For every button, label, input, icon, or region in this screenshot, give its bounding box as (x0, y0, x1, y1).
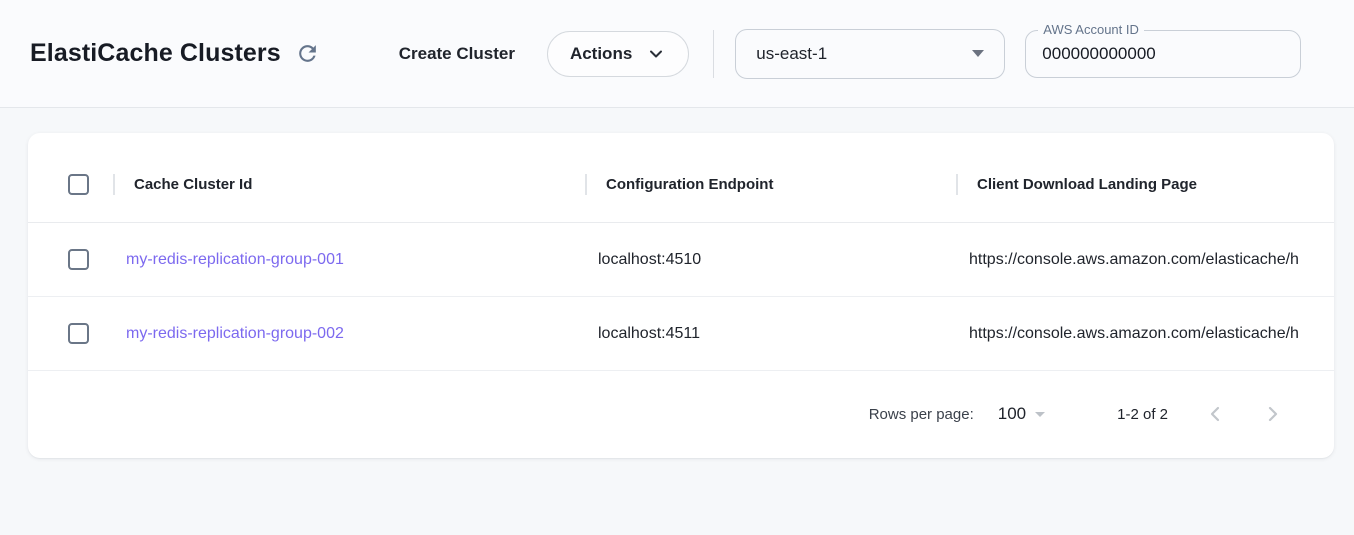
column-header-label: Configuration Endpoint (606, 176, 774, 193)
column-separator (585, 174, 587, 195)
cluster-id-cell: my-redis-replication-group-002 (113, 325, 585, 343)
refresh-button[interactable] (291, 37, 325, 71)
header-checkbox-cell (28, 174, 113, 195)
create-cluster-button[interactable]: Create Cluster (398, 43, 515, 63)
region-select[interactable]: us-east-1 (735, 28, 1006, 79)
column-header-label: Cache Cluster Id (134, 176, 253, 193)
column-separator (113, 174, 115, 195)
table-row: my-redis-replication-group-002 localhost… (28, 297, 1334, 371)
actions-button-label: Actions (569, 43, 633, 63)
chevron-right-icon (1261, 402, 1285, 426)
toolbar-divider (713, 29, 715, 78)
next-page-button[interactable] (1256, 397, 1290, 431)
chevron-down-icon (646, 44, 666, 64)
cluster-id-link[interactable]: my-redis-replication-group-002 (126, 324, 344, 342)
column-header-landing-page[interactable]: Client Download Landing Page (956, 147, 1334, 222)
cluster-id-link[interactable]: my-redis-replication-group-001 (126, 250, 344, 268)
page-title: ElastiCache Clusters (30, 39, 281, 67)
select-arrow-icon (1035, 411, 1046, 417)
column-header-cluster-id[interactable]: Cache Cluster Id (113, 147, 585, 222)
table-pagination: Rows per page: 100 1-2 of 2 (28, 371, 1334, 457)
landing-page-cell: https://console.aws.amazon.com/elasticac… (969, 324, 1299, 342)
row-checkbox[interactable] (68, 249, 89, 270)
row-checkbox[interactable] (68, 323, 89, 344)
landing-page-cell: https://console.aws.amazon.com/elasticac… (969, 250, 1299, 268)
endpoint-cell: localhost:4510 (598, 250, 702, 268)
main-content: Cache Cluster Id Configuration Endpoint … (0, 133, 1354, 458)
select-all-checkbox[interactable] (68, 174, 89, 195)
table-header-row: Cache Cluster Id Configuration Endpoint … (28, 147, 1334, 223)
aws-account-id-field: AWS Account ID (1025, 21, 1302, 78)
column-header-label: Client Download Landing Page (977, 176, 1198, 193)
rows-per-page-select[interactable]: 100 (997, 404, 1046, 424)
actions-button[interactable]: Actions (546, 30, 690, 77)
column-separator (956, 174, 958, 195)
refresh-icon (295, 41, 320, 66)
rows-per-page-value: 100 (997, 404, 1027, 423)
previous-page-button[interactable] (1198, 397, 1232, 431)
pagination-range-label: 1-2 of 2 (1117, 405, 1168, 423)
row-checkbox-cell (28, 249, 113, 270)
region-select-value: us-east-1 (756, 43, 828, 63)
cluster-id-cell: my-redis-replication-group-001 (113, 251, 585, 269)
toolbar: ElastiCache Clusters Create Cluster Acti… (0, 0, 1354, 108)
aws-account-id-label: AWS Account ID (1038, 21, 1144, 37)
chevron-left-icon (1203, 402, 1227, 426)
column-header-endpoint[interactable]: Configuration Endpoint (585, 147, 956, 222)
clusters-table-card: Cache Cluster Id Configuration Endpoint … (28, 133, 1334, 458)
aws-account-id-input[interactable] (1026, 43, 1301, 64)
dropdown-arrow-icon (972, 50, 985, 57)
rows-per-page-label: Rows per page: (868, 405, 974, 423)
table-row: my-redis-replication-group-001 localhost… (28, 223, 1334, 297)
row-checkbox-cell (28, 323, 113, 344)
endpoint-cell: localhost:4511 (598, 324, 700, 342)
